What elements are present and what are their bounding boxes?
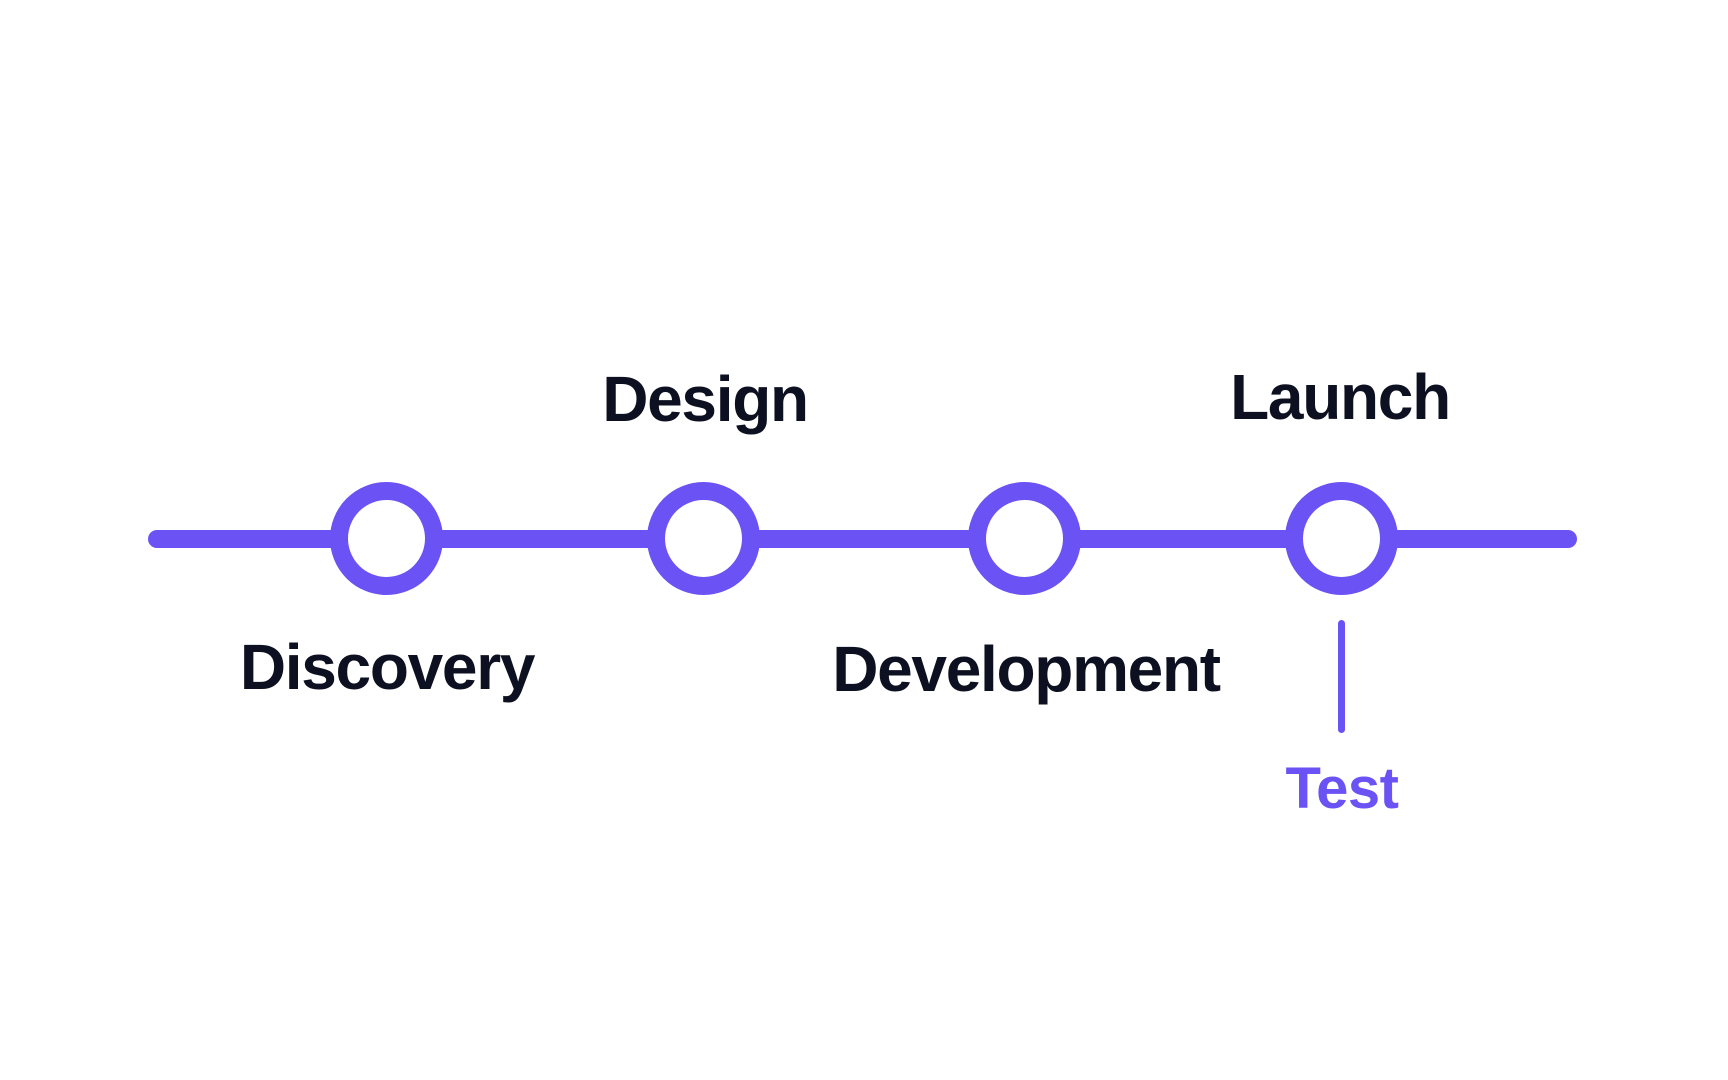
timeline-node-development	[968, 482, 1081, 595]
timeline-node-launch	[1285, 482, 1398, 595]
stage-label-development: Development	[832, 633, 1221, 705]
milestone-connector-line	[1338, 620, 1345, 733]
timeline-line	[148, 530, 1577, 548]
stage-label-launch: Launch	[1230, 361, 1451, 433]
stage-label-design: Design	[602, 363, 809, 435]
timeline-node-design	[647, 482, 760, 595]
stage-label-discovery: Discovery	[239, 631, 536, 703]
timeline-node-discovery	[330, 482, 443, 595]
milestone-label-test: Test	[1285, 756, 1399, 821]
